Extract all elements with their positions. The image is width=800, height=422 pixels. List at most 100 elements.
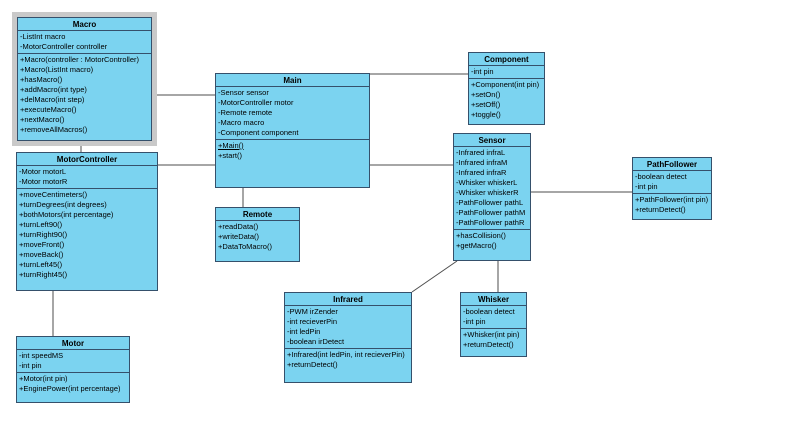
class-attributes-pathfollower: -boolean detect-int pin [633,171,711,194]
method: +turnRight45() [19,270,68,279]
class-title-pathfollower: PathFollower [633,158,711,171]
attribute: -Whisker whiskerR [456,188,519,197]
attribute: -Infrared infraL [456,148,506,157]
method: +returnDetect() [463,340,514,349]
class-motorcontroller[interactable]: MotorController-Motor motorL-Motor motor… [16,152,158,291]
method: +turnDegrees(int degrees) [19,200,107,209]
attribute: -Motor motorL [19,167,67,176]
attribute: -Sensor sensor [218,88,269,97]
attribute: -MotorController controller [20,42,108,51]
class-remote[interactable]: Remote+readData()+writeData()+DataToMacr… [215,207,300,262]
method: +turnRight90() [19,230,68,239]
class-main[interactable]: Main-Sensor sensor-MotorController motor… [215,73,370,188]
method: +returnDetect() [287,360,338,369]
method: +turnLeft45() [19,260,63,269]
method: +Main() [218,141,244,150]
attribute: -int ledPin [287,327,321,336]
method: +Whisker(int pin) [463,330,520,339]
class-methods-component: +Component(int pin)+setOn()+setOff()+tog… [469,79,544,124]
attribute: -PathFollower pathM [456,208,526,217]
method: +moveFront() [19,240,65,249]
class-methods-infrared: +Infrared(int ledPin, int recieverPin)+r… [285,349,411,382]
attribute: -Infrared infraR [456,168,507,177]
class-methods-macro: +Macro(controller : MotorController)+Mac… [18,54,151,140]
method: +delMacro(int step) [20,95,85,104]
attribute: -int pin [19,361,42,370]
attribute: -int pin [463,317,486,326]
class-motor[interactable]: Motor-int speedMS-int pin+Motor(int pin)… [16,336,130,403]
method: +DataToMacro() [218,242,272,251]
attribute: -int speedMS [19,351,64,360]
class-attributes-motor: -int speedMS-int pin [17,350,129,373]
method: +nextMacro() [20,115,65,124]
attribute: -PWM irZender [287,307,338,316]
attribute: -int pin [635,182,658,191]
attribute: -PathFollower pathL [456,198,524,207]
method: +hasCollision() [456,231,506,240]
attribute: -ListInt macro [20,32,66,41]
method: +Motor(int pin) [19,374,68,383]
class-attributes-whisker: -boolean detect-int pin [461,306,526,329]
class-methods-pathfollower: +PathFollower(int pin)+returnDetect() [633,194,711,219]
attribute: -int recieverPin [287,317,338,326]
class-methods-sensor: +hasCollision()+getMacro() [454,230,530,260]
method: +EnginePower(int percentage) [19,384,121,393]
class-attributes-sensor: -Infrared infraL-Infrared infraM-Infrare… [454,147,530,230]
class-methods-motor: +Motor(int pin)+EnginePower(int percenta… [17,373,129,402]
class-component[interactable]: Component-int pin+Component(int pin)+set… [468,52,545,125]
attribute: -Infrared infraM [456,158,508,167]
method: +readData() [218,222,259,231]
method: +removeAllMacros() [20,125,88,134]
attribute: -Remote remote [218,108,273,117]
attribute: -Component component [218,128,299,137]
class-methods-whisker: +Whisker(int pin)+returnDetect() [461,329,526,356]
attribute: -boolean detect [463,307,515,316]
class-attributes-infrared: -PWM irZender-int recieverPin-int ledPin… [285,306,411,349]
class-attributes-main: -Sensor sensor-MotorController motor-Rem… [216,87,369,140]
attribute: -Macro macro [218,118,265,127]
class-pathfollower[interactable]: PathFollower-boolean detect-int pin+Path… [632,157,712,220]
method: +returnDetect() [635,205,686,214]
class-title-main: Main [216,74,369,87]
attribute: -boolean irDetect [287,337,345,346]
class-title-motorcontroller: MotorController [17,153,157,166]
method: +Component(int pin) [471,80,540,89]
class-methods-motorcontroller: +moveCentimeters()+turnDegrees(int degre… [17,189,157,290]
method: +addMacro(int type) [20,85,87,94]
class-title-infrared: Infrared [285,293,411,306]
class-methods-remote: +readData()+writeData()+DataToMacro() [216,221,299,261]
class-title-motor: Motor [17,337,129,350]
attribute: -int pin [471,67,494,76]
method: +writeData() [218,232,260,241]
method: +setOn() [471,90,501,99]
attribute: -Whisker whiskerL [456,178,518,187]
attribute: -Motor motorR [19,177,68,186]
class-attributes-component: -int pin [469,66,544,79]
attribute: -MotorController motor [218,98,294,107]
method: +PathFollower(int pin) [635,195,709,204]
method: +setOff() [471,100,501,109]
attribute: -PathFollower pathR [456,218,525,227]
method: +moveCentimeters() [19,190,88,199]
class-title-sensor: Sensor [454,134,530,147]
class-macro[interactable]: Macro-ListInt macro-MotorController cont… [12,12,157,146]
method: +getMacro() [456,241,497,250]
method: +turnLeft90() [19,220,63,229]
attribute: -boolean detect [635,172,687,181]
class-sensor[interactable]: Sensor-Infrared infraL-Infrared infraM-I… [453,133,531,261]
class-methods-main: +Main()+start() [216,140,369,187]
class-title-remote: Remote [216,208,299,221]
class-attributes-motorcontroller: -Motor motorL-Motor motorR [17,166,157,189]
method: +start() [218,151,242,160]
class-title-macro: Macro [18,18,151,31]
method: +hasMacro() [20,75,63,84]
edge-sensor-infrared[interactable] [411,260,458,293]
method: +bothMotors(int percentage) [19,210,114,219]
class-infrared[interactable]: Infrared-PWM irZender-int recieverPin-in… [284,292,412,383]
method: +Macro(ListInt macro) [20,65,94,74]
class-whisker[interactable]: Whisker-boolean detect-int pin+Whisker(i… [460,292,527,357]
method: +executeMacro() [20,105,77,114]
method: +moveBack() [19,250,64,259]
